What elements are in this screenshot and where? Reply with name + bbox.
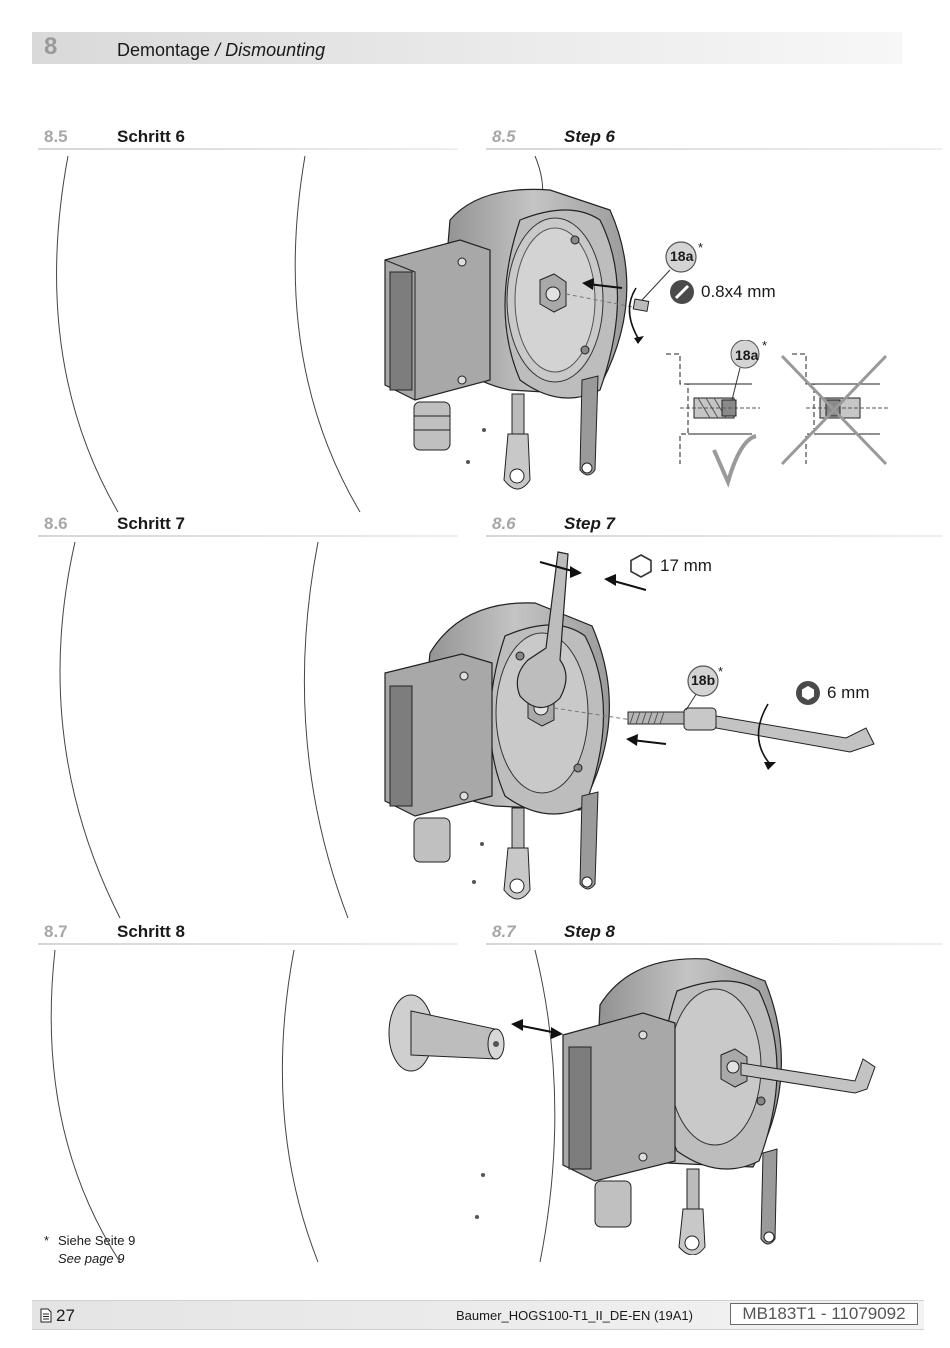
page-number: 27 [56, 1306, 75, 1325]
slotted-screwdriver-icon [670, 280, 694, 304]
chapter-title-en: Dismounting [225, 40, 326, 60]
section-rule [38, 148, 458, 150]
section-rule [486, 943, 942, 945]
section-title-de: Schritt 6 [117, 127, 186, 146]
footnote-text-en: See page 9 [58, 1251, 125, 1266]
section-number-en: 8.7 [492, 922, 516, 941]
part-callout-18b [687, 665, 719, 697]
header-band [32, 32, 902, 64]
hex-outline-icon [630, 554, 652, 578]
section-rule [38, 535, 458, 537]
chapter-title-separator: / [210, 40, 226, 60]
section-title-de: Schritt 8 [117, 922, 186, 941]
encoder-illustration-step8 [388, 958, 876, 1255]
document-name: Baumer_HOGS100-T1_II_DE-EN (19A1) [456, 1308, 693, 1323]
key-size-label: 6 mm [827, 683, 870, 702]
document-id: MB183T1 - 11079092 [730, 1303, 918, 1325]
chapter-title-de: Demontage [117, 40, 211, 60]
chapter-number: 8 [44, 33, 58, 60]
asterisk-marker: * [698, 240, 704, 255]
detail-views-step6 [666, 340, 888, 488]
wrench-size-label: 17 mm [660, 556, 712, 575]
section-number-en: 8.5 [492, 127, 516, 146]
hex-socket-icon [796, 681, 820, 705]
section-title-de: Schritt 7 [117, 514, 186, 533]
section-rule [486, 148, 942, 150]
section-rule [38, 943, 458, 945]
part-callout-18a-detail-label: 18a [735, 347, 759, 363]
asterisk-marker: * [762, 338, 768, 353]
encoder-illustration-step6 [384, 188, 671, 490]
section-title-en: Step 7 [564, 514, 616, 533]
section-number-de: 8.6 [44, 514, 68, 533]
footnote-text-de: Siehe Seite 9 [58, 1233, 136, 1248]
part-callout-18a-label: 18a [670, 248, 694, 264]
section-number-de: 8.7 [44, 922, 68, 941]
section-number-de: 8.5 [44, 127, 68, 146]
page-icon [40, 1308, 52, 1323]
section-number-en: 8.6 [492, 514, 516, 533]
screwdriver-size-label: 0.8x4 mm [701, 282, 776, 301]
section-title-en: Step 8 [564, 922, 616, 941]
footnote-marker: * [44, 1233, 50, 1248]
asterisk-marker: * [718, 664, 724, 679]
part-callout-18b-label: 18b [691, 672, 716, 688]
section-rule [486, 535, 942, 537]
section-title-en: Step 6 [564, 127, 616, 146]
chapter-title: Demontage / Dismounting [117, 40, 325, 61]
encoder-illustration-step7 [384, 551, 875, 900]
part-callout-18a [665, 241, 697, 273]
